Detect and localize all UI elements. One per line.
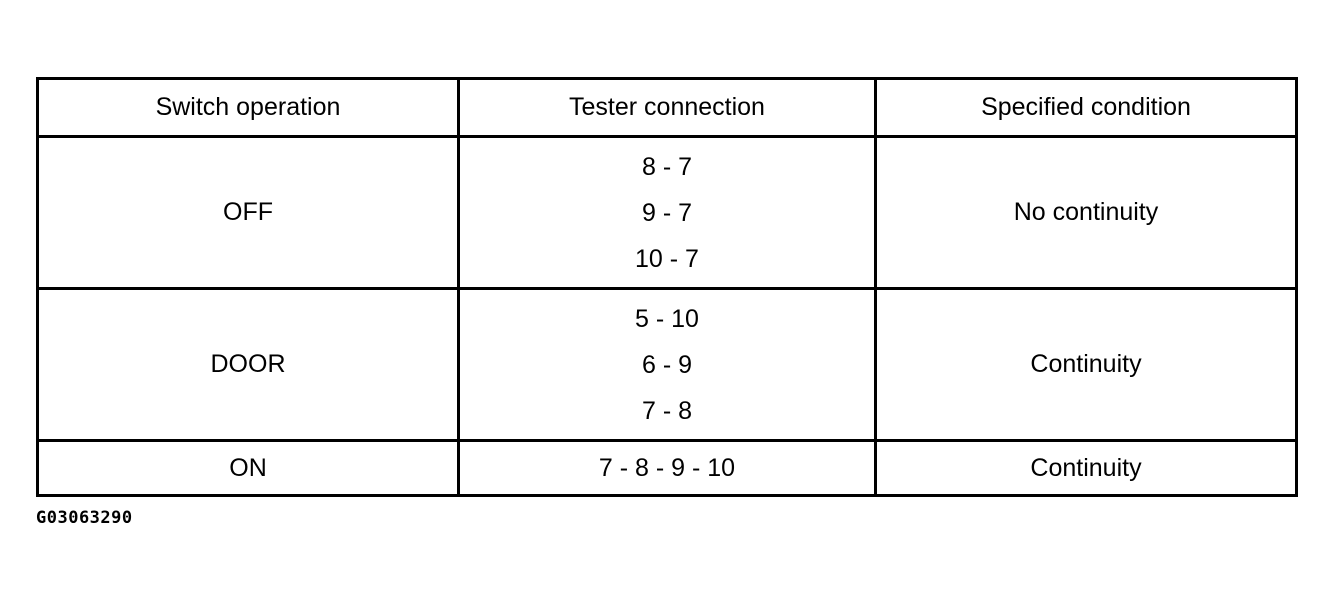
cell-tester-connection: 7 - 8 - 9 - 10 — [457, 439, 877, 497]
tester-connection-line: 10 - 7 — [635, 244, 699, 273]
table-row: OFF 8 - 7 9 - 7 10 - 7 No continuity — [36, 135, 1298, 290]
column-header-tester-connection-label: Tester connection — [569, 93, 765, 121]
switch-operation-value: OFF — [223, 198, 273, 226]
cell-specified-condition: Continuity — [874, 287, 1298, 442]
cell-tester-connection: 8 - 7 9 - 7 10 - 7 — [457, 135, 877, 290]
cell-switch-operation: ON — [36, 439, 460, 497]
specified-condition-value: Continuity — [1030, 350, 1142, 378]
tester-connection-line: 7 - 8 - 9 - 10 — [598, 453, 736, 482]
column-header-specified-condition-label: Specified condition — [981, 93, 1191, 121]
table-header-row: Switch operation Tester connection Speci… — [36, 77, 1298, 138]
switch-operation-value: ON — [229, 453, 267, 482]
cell-switch-operation: OFF — [36, 135, 460, 290]
table-row: DOOR 5 - 10 6 - 9 7 - 8 Continuity — [36, 287, 1298, 442]
tester-connection-list: 5 - 10 6 - 9 7 - 8 — [460, 296, 874, 434]
tester-connection-line: 8 - 7 — [641, 152, 693, 181]
cell-specified-condition: No continuity — [874, 135, 1298, 290]
switch-inspection-table: Switch operation Tester connection Speci… — [36, 77, 1298, 497]
specified-condition-value: No continuity — [1013, 198, 1159, 226]
tester-connection-line: 7 - 8 — [641, 396, 693, 425]
tester-connection-list: 8 - 7 9 - 7 10 - 7 — [460, 144, 874, 282]
tester-connection-line: 6 - 9 — [641, 350, 693, 379]
column-header-specified-condition: Specified condition — [874, 77, 1298, 138]
cell-tester-connection: 5 - 10 6 - 9 7 - 8 — [457, 287, 877, 442]
switch-operation-value: DOOR — [210, 350, 286, 378]
column-header-switch-operation-label: Switch operation — [155, 93, 341, 121]
column-header-switch-operation: Switch operation — [36, 77, 460, 138]
cell-specified-condition: Continuity — [874, 439, 1298, 497]
tester-connection-line: 5 - 10 — [635, 304, 699, 333]
cell-switch-operation: DOOR — [36, 287, 460, 442]
tester-connection-line: 9 - 7 — [641, 198, 693, 227]
column-header-tester-connection: Tester connection — [457, 77, 877, 138]
specified-condition-value: Continuity — [1030, 453, 1142, 482]
table-row: ON 7 - 8 - 9 - 10 Continuity — [36, 439, 1298, 497]
figure-caption: G03063290 — [36, 508, 133, 528]
